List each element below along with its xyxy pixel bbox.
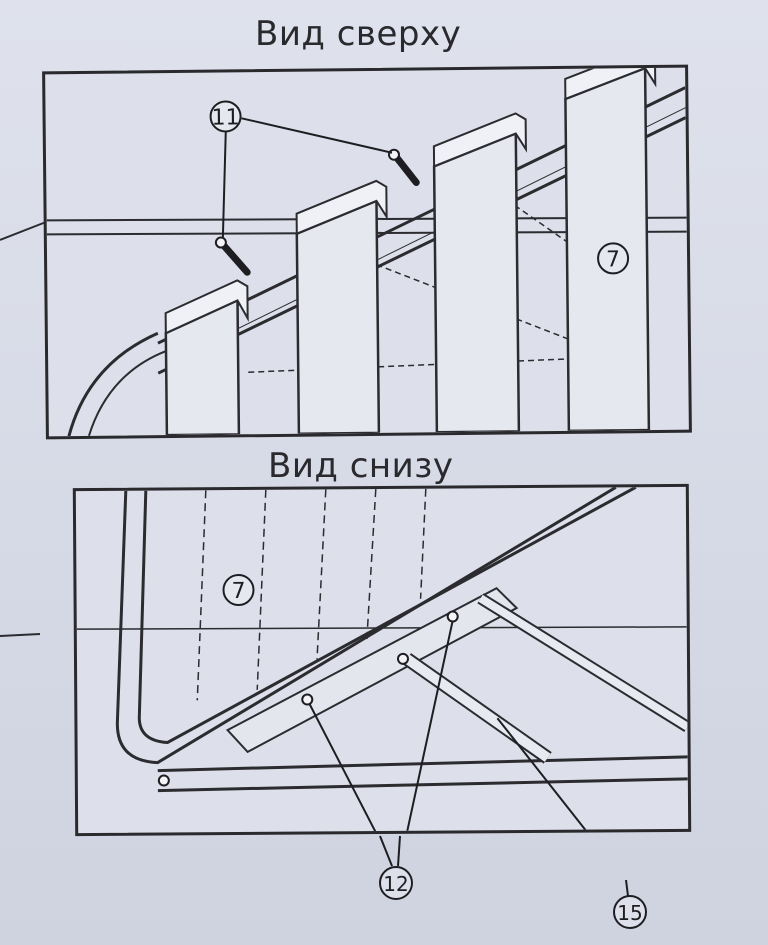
callout-11-circle	[209, 100, 242, 133]
bolt-right	[392, 153, 420, 186]
callout-11-label: 11	[211, 105, 239, 130]
bolt-support-arm	[396, 652, 409, 665]
slat-edge-1	[196, 490, 207, 701]
slat-2	[295, 199, 381, 435]
bolt-left-head	[214, 236, 227, 249]
leader-11-right	[241, 117, 393, 154]
bottom-rail-bottom	[157, 777, 688, 793]
leader-12-left	[308, 703, 384, 834]
callout-7-bottom-circle	[222, 574, 255, 607]
support-arm	[404, 654, 551, 762]
leader-15	[496, 717, 632, 834]
bolt-bottom-right	[446, 610, 459, 623]
top-view-frame: 11 7	[42, 64, 692, 440]
callout-7-top-label: 7	[606, 247, 620, 272]
bolt-right-head	[387, 148, 400, 161]
mounting-plate	[225, 586, 519, 754]
leader-11-left	[221, 132, 227, 239]
callout-7-bottom-label: 7	[231, 579, 245, 604]
slat-1-cap	[164, 279, 249, 335]
slat-2-cap	[295, 179, 388, 236]
corner-tube-inner	[87, 350, 167, 437]
slat-edge-5	[419, 488, 427, 599]
callout-7-top: 7	[597, 242, 630, 275]
support-strut-1	[366, 260, 569, 340]
gas-strut-body	[478, 594, 689, 731]
slat-3	[432, 131, 521, 434]
frame-tube-inner	[137, 486, 637, 745]
support-strut-3	[248, 358, 569, 373]
bolt-left	[219, 241, 251, 276]
slat-edge-4	[366, 488, 377, 640]
top-view-drawing: 11 7	[46, 67, 687, 437]
bottom-view-caption: Вид снизу	[268, 446, 454, 486]
slat-3-cap	[432, 112, 527, 168]
callout-7-top-circle	[597, 242, 630, 275]
bottom-view-drawing: 7	[76, 486, 689, 834]
callout-11: 11	[209, 100, 242, 133]
bolt-bottom-left	[301, 693, 314, 706]
top-view-caption: Вид сверху	[255, 14, 462, 54]
bottom-view-frame: 7	[72, 483, 692, 837]
slat-4-cap	[564, 67, 657, 101]
slat-edge-3	[316, 489, 327, 660]
callout-7-bottom: 7	[222, 574, 255, 607]
corner-tube-outer	[67, 331, 159, 437]
leader-12-right	[403, 620, 454, 834]
frame-tube-outer	[115, 486, 617, 765]
slat-edge-2	[256, 489, 267, 690]
bolt-corner	[157, 774, 170, 787]
